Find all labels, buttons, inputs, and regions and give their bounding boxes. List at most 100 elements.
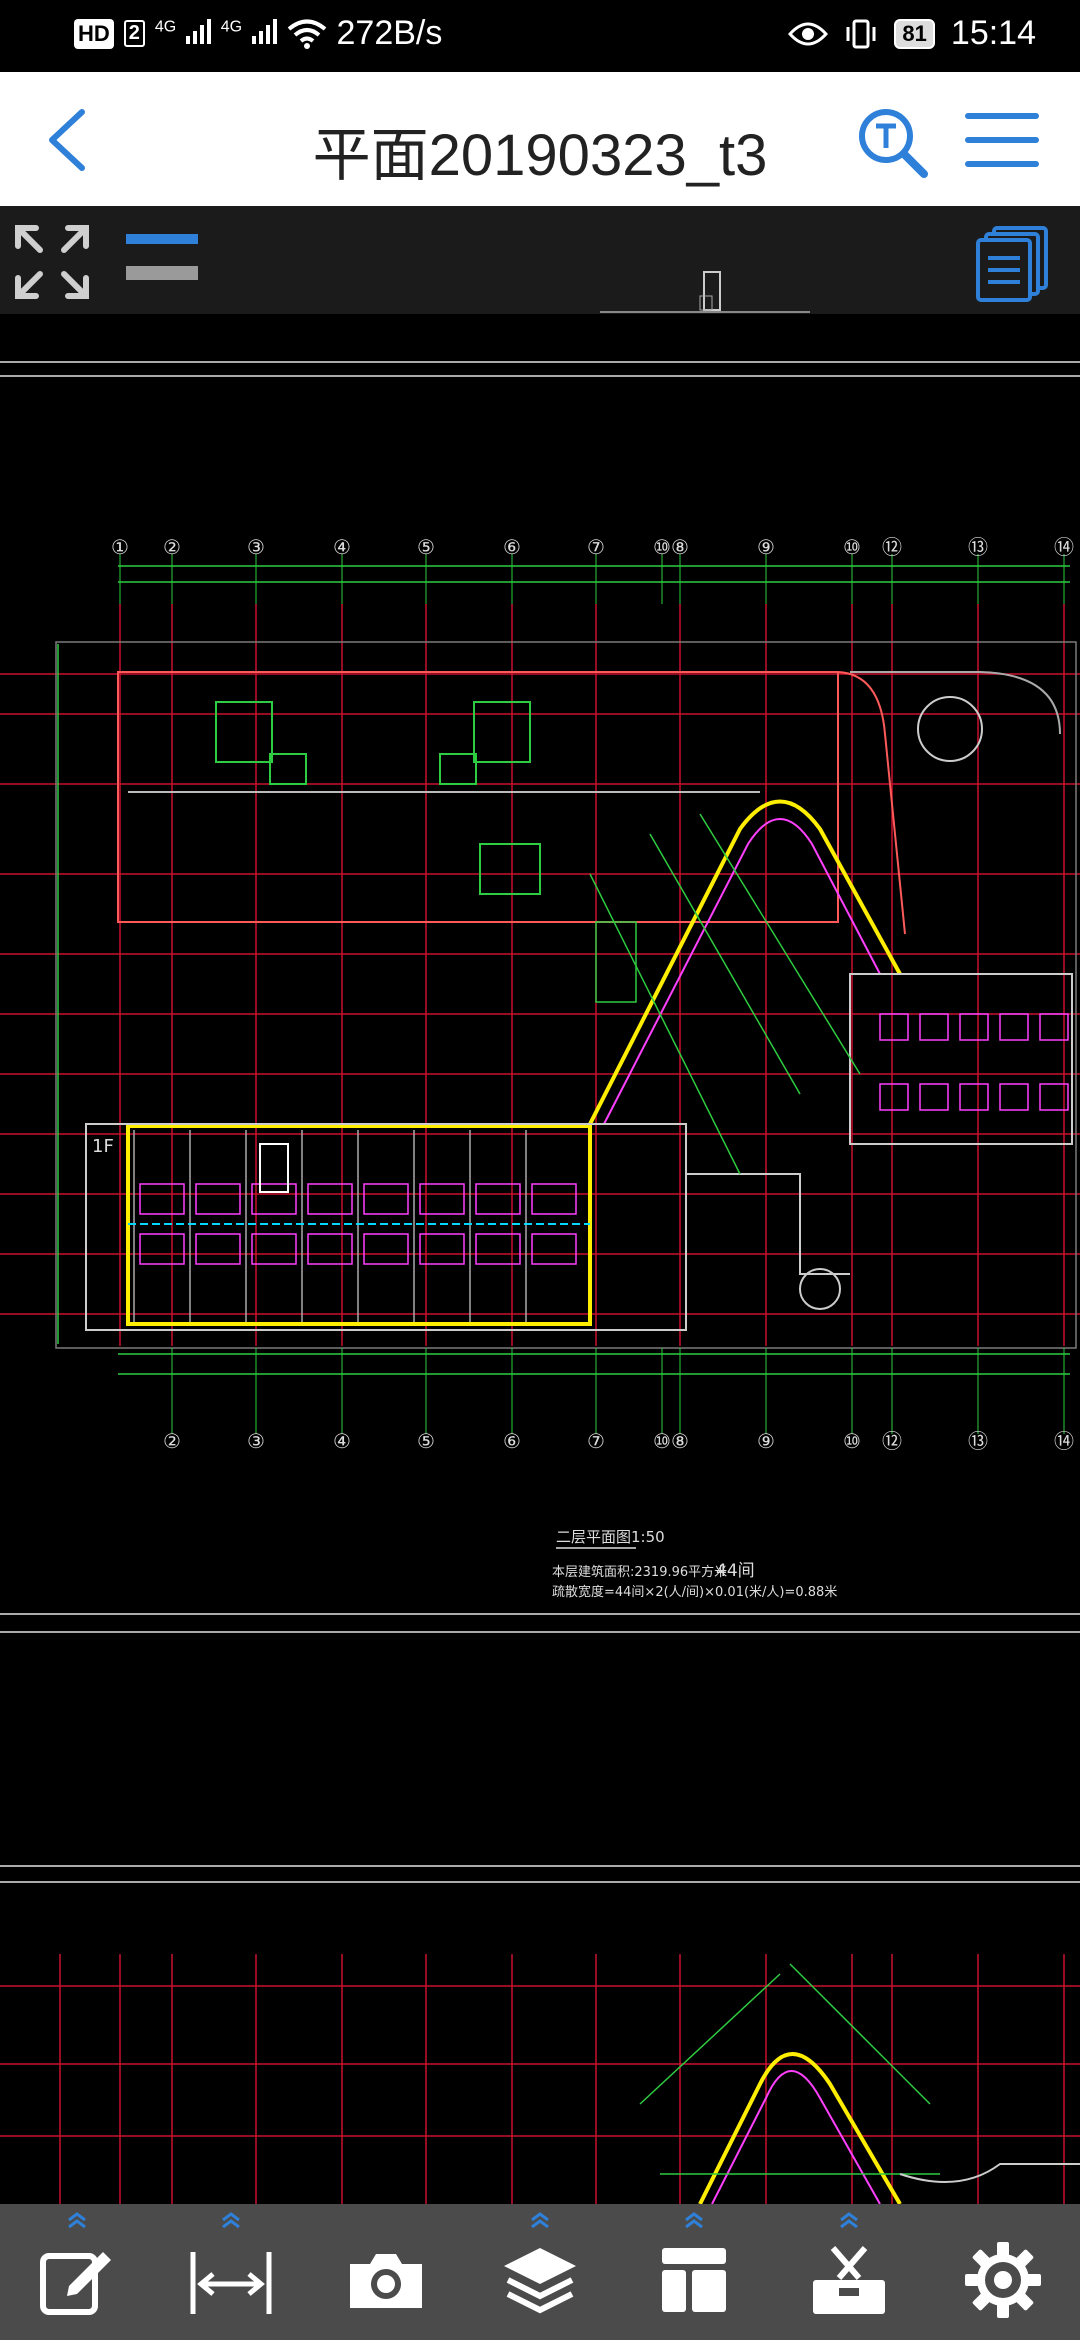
toolbox-icon	[812, 2246, 885, 2314]
network-type-1: 4G	[154, 18, 177, 36]
room-fixture	[363, 1233, 409, 1265]
grid-bubble-label: ⑦	[587, 1429, 605, 1453]
drawing-thumbnail[interactable]	[600, 266, 810, 314]
room-fixture	[531, 1233, 577, 1265]
wifi-icon	[287, 19, 326, 49]
room-fixture	[475, 1183, 521, 1215]
grid-bubble-label: ⑩	[843, 1429, 861, 1453]
title-bar: 平面20190323_t3	[0, 72, 1080, 206]
room-fixture	[879, 1013, 909, 1041]
room-fixture	[195, 1183, 241, 1215]
plan-title: 二层平面图1:50	[556, 1528, 665, 1546]
status-left: HD 2 4G 4G 272B/s	[74, 14, 442, 53]
grid-bubble-label: ③	[247, 535, 265, 559]
signal-bars-icon	[251, 18, 277, 44]
room-fixture	[919, 1083, 949, 1111]
chevron-up-icon	[685, 2212, 704, 2229]
clock: 15:14	[950, 14, 1036, 52]
room-fixture	[999, 1083, 1029, 1111]
layout-icon	[662, 2248, 727, 2312]
measure-tool[interactable]	[176, 2204, 286, 2340]
room-fixture	[531, 1183, 577, 1215]
menu-icon[interactable]	[962, 104, 1042, 176]
grid-bubble-label: ③	[247, 1429, 265, 1453]
chevron-up-icon	[839, 2212, 858, 2229]
room-fixture	[251, 1233, 297, 1265]
grid-bubble-label: ⑧	[671, 1429, 689, 1453]
room-fixture	[139, 1183, 185, 1215]
hd-badge: HD	[74, 18, 114, 49]
document-title: 平面20190323_t3	[312, 123, 768, 188]
back-arrow-icon[interactable]	[34, 100, 104, 180]
chevron-up-icon	[531, 2212, 549, 2229]
room-fixture	[1039, 1013, 1069, 1041]
settings-tool[interactable]	[948, 2204, 1058, 2340]
grid-bubble-label: ⑬	[968, 535, 988, 559]
grid-bubble-label: ④	[333, 1429, 351, 1453]
area-note: 本层建筑面积:2319.96平方米	[552, 1564, 727, 1580]
room-fixture	[419, 1233, 465, 1265]
grid-bubble-label: ⑭	[1054, 1429, 1074, 1453]
text-search-icon[interactable]	[852, 102, 932, 182]
room-fixture	[879, 1083, 909, 1111]
view-toolbar	[0, 206, 1080, 314]
grid-bubble-label: ⑩	[653, 535, 671, 559]
fullscreen-icon[interactable]	[14, 224, 90, 300]
room-fixture	[363, 1183, 409, 1215]
room-fixture	[419, 1183, 465, 1215]
room-fixture	[919, 1013, 949, 1041]
toolbox-tool[interactable]	[794, 2204, 904, 2340]
room-fixture	[959, 1013, 989, 1041]
sim-badge: 2	[123, 20, 145, 47]
room-fixture	[999, 1013, 1029, 1041]
grid-bubble-label: ②	[163, 535, 181, 559]
eye-icon	[788, 22, 829, 45]
room-fixture	[959, 1083, 989, 1111]
layout-tool[interactable]	[639, 2204, 749, 2340]
network-type-2: 4G	[220, 18, 243, 36]
chevron-up-icon	[68, 2212, 87, 2229]
document-list-icon[interactable]	[976, 224, 1050, 302]
room-fixture	[251, 1183, 297, 1215]
grid-bubble-label: ⑩	[843, 535, 861, 559]
status-bar: HD 2 4G 4G 272B/s 81 15:14	[0, 0, 1080, 72]
measure-icon	[190, 2252, 272, 2314]
layers-tool[interactable]	[485, 2204, 595, 2340]
chevron-up-icon	[222, 2212, 241, 2229]
grid-bubble-label: ⑥	[503, 535, 521, 559]
grid-bubble-label: ⑫	[882, 535, 902, 559]
rooms-note: 44间	[716, 1561, 755, 1581]
camera-tool[interactable]	[331, 2204, 441, 2340]
grid-bubble-label: ②	[163, 1429, 181, 1453]
grid-bubble-label: ⑤	[417, 1429, 435, 1453]
floor-tag: 1F	[92, 1136, 114, 1157]
room-fixture	[1039, 1083, 1069, 1111]
grid-bubble-label: ④	[333, 535, 351, 559]
grid-bubble-label: ⑨	[757, 535, 775, 559]
edit-icon	[40, 2252, 112, 2315]
room-fixture	[307, 1183, 353, 1215]
signal-bars-icon	[185, 18, 211, 44]
room-fixture	[139, 1233, 185, 1265]
bottom-toolbar	[0, 2204, 1080, 2340]
signal-2: 4G	[221, 14, 277, 53]
grid-bubble-label: ⑤	[417, 535, 435, 559]
egress-note: 疏散宽度=44间×2(人/间)×0.01(米/人)=0.88米	[552, 1584, 837, 1600]
room-fixture	[475, 1233, 521, 1265]
signal-1: 4G	[155, 14, 211, 53]
vibrate-icon	[846, 19, 876, 48]
grid-bubble-label: ⑬	[968, 1429, 988, 1453]
grid-bubble-label: ⑫	[882, 1429, 902, 1453]
layer-toggle-icon[interactable]	[124, 232, 200, 282]
grid-bubble-label: ⑧	[671, 535, 689, 559]
edit-tool[interactable]	[22, 2204, 132, 2340]
grid-bubble-label: ⑩	[653, 1429, 671, 1453]
battery-level: 81	[894, 18, 935, 49]
room-fixture	[195, 1233, 241, 1265]
camera-icon	[349, 2254, 422, 2308]
grid-bubble-label: ①	[111, 535, 129, 559]
room-fixture	[307, 1233, 353, 1265]
grid-bubble-label: ⑨	[757, 1429, 775, 1453]
